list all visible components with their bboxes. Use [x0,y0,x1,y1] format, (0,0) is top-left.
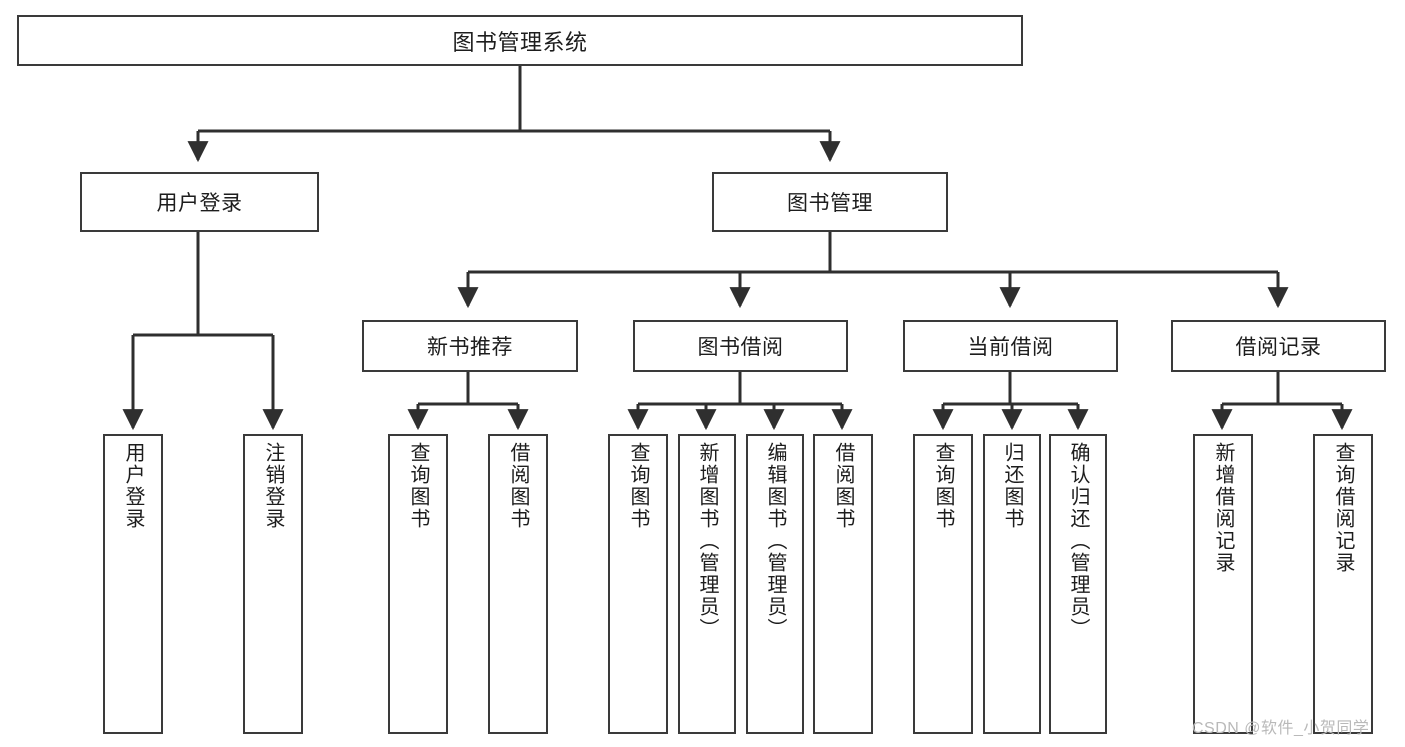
leaf-new-book-borrow-book[interactable]: 借阅图书 [488,434,548,734]
node-new-book-recommend[interactable]: 新书推荐 [362,320,578,372]
node-label: 借阅图书 [832,442,854,530]
node-label: 当前借阅 [967,336,1054,359]
leaf-book-borrow-borrow-book[interactable]: 借阅图书 [813,434,873,734]
leaf-borrow-record-add-record[interactable]: 新增借阅记录 [1193,434,1253,734]
node-label: 图书管理 [787,192,873,215]
leaf-current-borrow-return-book[interactable]: 归还图书 [983,434,1041,734]
leaf-user-login-logout[interactable]: 注销登录 [243,434,303,734]
node-root-system[interactable]: 图书管理系统 [17,15,1023,66]
leaf-current-borrow-query-book[interactable]: 查询图书 [913,434,973,734]
node-label: 借阅图书 [507,442,529,530]
csdn-watermark: CSDN @软件_小贺同学 [1192,714,1369,738]
leaf-borrow-record-query-record[interactable]: 查询借阅记录 [1313,434,1373,734]
leaf-new-book-query-book[interactable]: 查询图书 [388,434,448,734]
node-label: 查询图书 [932,442,954,530]
node-label: 用户登录 [122,442,144,530]
leaf-user-login-login[interactable]: 用户登录 [103,434,163,734]
node-book-borrow[interactable]: 图书借阅 [633,320,848,372]
node-label: 查询图书 [407,442,429,530]
node-label: 新增图书（管理员） [696,442,718,640]
node-label: 用户登录 [156,192,243,215]
leaf-book-borrow-add-book[interactable]: 新增图书（管理员） [678,434,736,734]
node-label: 确认归还（管理员） [1067,442,1089,640]
node-user-login[interactable]: 用户登录 [80,172,319,232]
leaf-book-borrow-query-book[interactable]: 查询图书 [608,434,668,734]
node-label: 查询借阅记录 [1332,442,1354,574]
node-label: 新增借阅记录 [1212,442,1234,574]
node-label: 新书推荐 [427,336,513,359]
node-label: 查询图书 [627,442,649,530]
leaf-current-borrow-confirm-return[interactable]: 确认归还（管理员） [1049,434,1107,734]
node-label: 编辑图书（管理员） [764,442,786,640]
node-label: 图书管理系统 [452,29,588,55]
node-label: 借阅记录 [1235,336,1322,359]
leaf-book-borrow-edit-book[interactable]: 编辑图书（管理员） [746,434,804,734]
node-label: 图书借阅 [697,336,784,359]
node-borrow-record[interactable]: 借阅记录 [1171,320,1386,372]
node-label: 注销登录 [262,442,284,530]
watermark-text: CSDN @软件_小贺同学 [1192,720,1370,737]
node-label: 归还图书 [1001,442,1023,530]
node-current-borrow[interactable]: 当前借阅 [903,320,1118,372]
node-book-management[interactable]: 图书管理 [712,172,948,232]
